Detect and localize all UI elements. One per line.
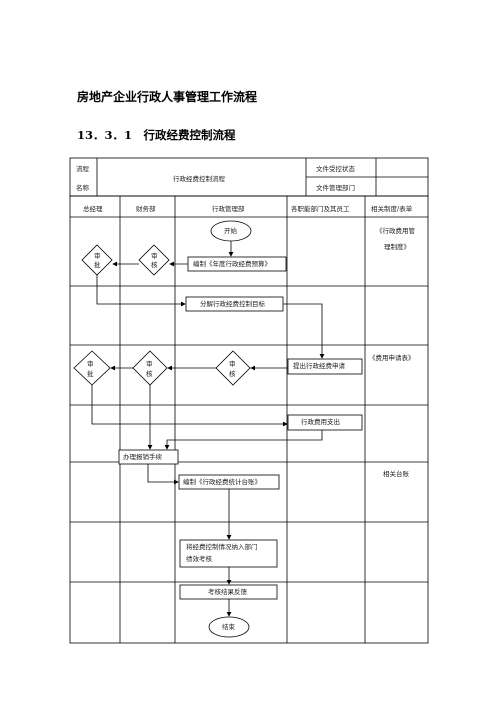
performance-label-line2: 绩效考核 [186, 555, 212, 563]
document-title: 房地产企业行政人事管理工作流程 [77, 90, 258, 104]
start-label: 开始 [224, 227, 237, 235]
ledger-label: 编制《行政经费统计台账》 [183, 478, 261, 486]
flow-label-line1: 流程 [76, 165, 89, 173]
flow-name: 行政经费控制流程 [173, 175, 225, 183]
reimburse-label: 办理报销手续 [123, 453, 162, 461]
review3-label-b: 核 [229, 370, 236, 378]
form-admin-expense-policy-line2: 理制度》 [384, 243, 410, 251]
arrow-reimburse-to-ledger [147, 464, 179, 485]
connectors [91, 241, 325, 617]
spend-label: 行政费用支出 [301, 418, 340, 426]
review2-label-a: 审 [146, 360, 153, 368]
form-expense-application: 《费用申请表》 [369, 354, 415, 362]
spend-box [287, 414, 363, 431]
performance-label-line1: 将经费控制情况纳入部门 [186, 543, 258, 551]
arrow-decompose-to-apply [283, 303, 325, 359]
dept-label: 文件管理部门 [316, 184, 355, 192]
budget-label: 编制《年度行政经费预算》 [193, 260, 271, 268]
column-header-gm: 总经理 [83, 205, 103, 213]
column-header-forms: 相关制度/表单 [371, 205, 413, 213]
apply-label: 提出行政经费申请 [293, 362, 345, 370]
review2-label-b: 核 [146, 370, 153, 378]
arrow-spend-to-reimburse [164, 430, 323, 450]
column-header-finance: 财务部 [136, 205, 156, 213]
approve2-label-a: 审 [87, 360, 94, 368]
approve2-label-b: 批 [87, 370, 94, 378]
form-related-ledger: 相关台账 [383, 470, 409, 478]
review-diamond-1 [138, 244, 170, 276]
apply-box [287, 358, 363, 375]
review-diamond-3 [215, 350, 251, 386]
column-header-admin: 行政管理部 [212, 205, 245, 213]
review1-label-b: 核 [151, 261, 158, 269]
approve1-label-a: 审 [94, 252, 101, 260]
review1-label-a: 审 [151, 252, 158, 260]
form-admin-expense-policy-line1: 《行政费用管 [376, 227, 415, 235]
arrow-approve1-to-decompose [96, 275, 186, 307]
swimlane-table [69, 195, 429, 644]
performance-box [179, 539, 278, 568]
header-table [69, 157, 429, 197]
section-title: 13．3．1 行政经费控制流程 [77, 128, 236, 142]
end-terminator [208, 616, 250, 638]
feedback-label: 考核结果反馈 [208, 588, 247, 596]
feedback-box [179, 584, 278, 600]
decompose-label: 分解行政经费控制目标 [200, 300, 265, 308]
arrow-approve2-to-spend [91, 385, 288, 427]
flow-label-line2: 名称 [76, 184, 89, 192]
approve1-label-b: 批 [94, 261, 101, 269]
review3-label-a: 审 [229, 360, 236, 368]
status-label: 文件受控状态 [316, 165, 355, 173]
reimburse-box [118, 449, 179, 465]
column-header-departments: 各职能部门及其员工 [291, 205, 350, 213]
end-label: 结束 [222, 623, 235, 631]
